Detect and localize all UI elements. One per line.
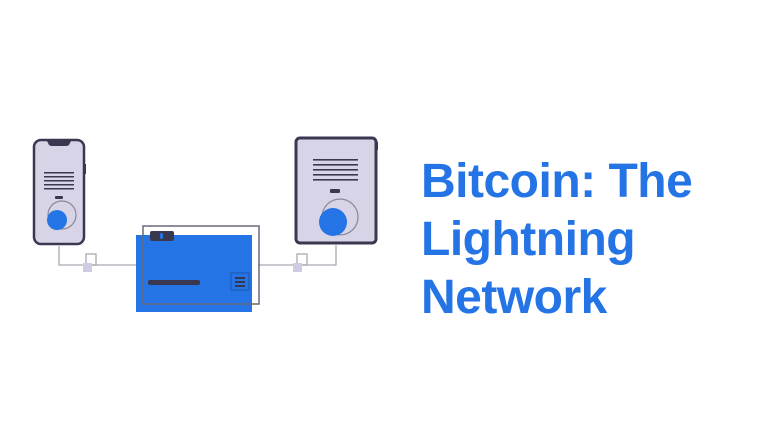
page-title: Bitcoin: The Lightning Network — [421, 153, 693, 327]
connector-node-right — [293, 263, 302, 272]
title-line-1: Bitcoin: The — [421, 155, 693, 209]
lightning-network-illustration — [32, 136, 378, 312]
tablet-icon — [294, 136, 378, 245]
credit-card-icon — [136, 225, 260, 312]
title-line-2: Lightning — [421, 213, 636, 267]
title-line-3: Network — [421, 271, 607, 325]
connector-node-left — [83, 263, 92, 272]
smartphone-icon — [32, 138, 86, 246]
